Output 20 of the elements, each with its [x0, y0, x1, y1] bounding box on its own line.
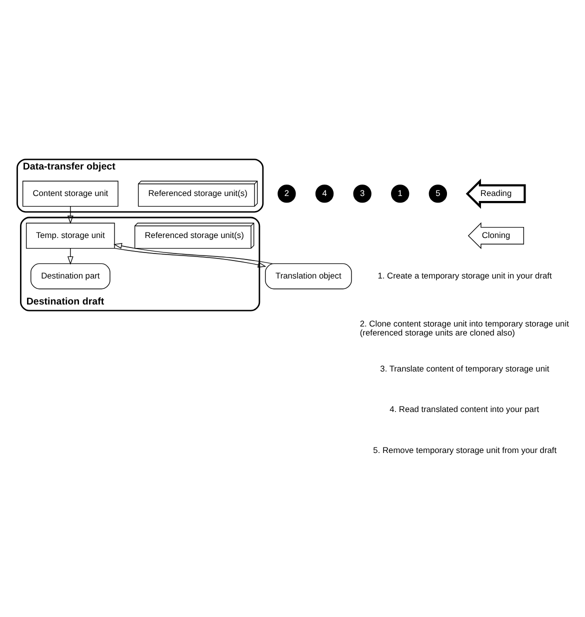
label: 1. Create a temporary storage unit in your draft: [378, 270, 552, 280]
label: 4. Read translated content into your part: [390, 404, 540, 414]
node-box: Translation object: [265, 263, 352, 290]
label: 5: [436, 188, 440, 198]
arrow: [67, 248, 74, 265]
arrow: [67, 206, 74, 224]
legend-label: Reading: [480, 188, 512, 198]
legend-label: Cloning: [482, 230, 510, 240]
label: 3: [360, 188, 365, 198]
label: 4: [322, 188, 327, 198]
node-box: Temp. storage unit: [26, 222, 115, 249]
label: 2: [284, 188, 290, 198]
label: 3. Translate content of temporary storage unit: [380, 364, 550, 374]
node-box: Destination part: [30, 263, 110, 290]
node-box: Content storage unit: [22, 180, 118, 207]
label: 1: [398, 188, 402, 198]
arrow: [114, 243, 273, 264]
label: 2. Clone content storage unit into temporary storage unit (referenced storage units are cloned also): [360, 318, 569, 338]
arrow: [114, 248, 266, 268]
label: 5. Remove temporary storage unit from your draft: [373, 444, 557, 455]
